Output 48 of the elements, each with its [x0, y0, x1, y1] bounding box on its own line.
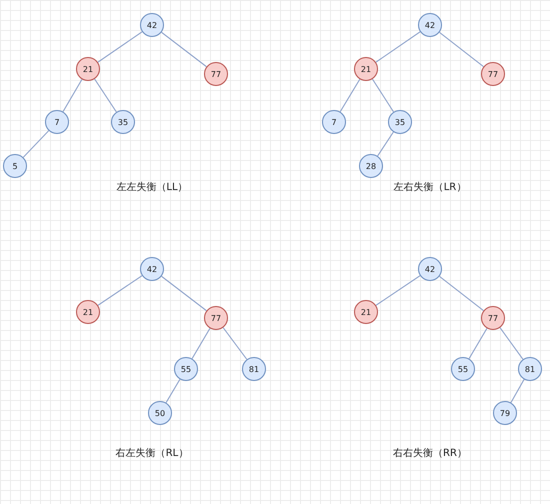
tree-edge [22, 130, 50, 158]
tree-caption: 左右失衡（LR） [394, 180, 466, 194]
tree-node: 77 [481, 306, 505, 330]
tree-edge [166, 378, 180, 404]
tree-node: 55 [174, 357, 198, 381]
tree-edge [375, 275, 421, 306]
tree-node: 79 [493, 401, 517, 425]
tree-node: 21 [76, 57, 100, 81]
tree-node: 42 [418, 257, 442, 281]
tree-caption: 左左失衡（LL） [116, 180, 188, 194]
tree-edge [161, 32, 207, 68]
tree-node: 28 [359, 154, 383, 178]
tree-edge [438, 32, 484, 68]
tree-edge [222, 327, 248, 360]
tree-node: 77 [204, 306, 228, 330]
tree-caption: 右右失衡（RR） [393, 446, 467, 460]
tree-node: 21 [354, 300, 378, 324]
tree-node: 5 [3, 154, 27, 178]
tree-node: 7 [45, 110, 69, 134]
tree-edge [161, 276, 207, 312]
tree-edge [500, 327, 524, 360]
tree-node: 42 [418, 13, 442, 37]
tree-node: 21 [76, 300, 100, 324]
tree-node: 50 [148, 401, 172, 425]
tree-edge [375, 31, 421, 63]
tree-edge [94, 78, 117, 112]
tree-edge [340, 78, 360, 112]
tree-node: 7 [322, 110, 346, 134]
tree-edge [377, 132, 394, 156]
tree-edge [97, 275, 143, 306]
tree-edge [510, 378, 525, 404]
tree-edge [438, 276, 484, 312]
tree-edge [372, 78, 394, 112]
tree-caption: 右左失衡（RL） [116, 446, 188, 460]
tree-edge [62, 78, 82, 112]
tree-edge [97, 31, 143, 63]
tree-node: 35 [111, 110, 135, 134]
tree-edge [468, 328, 488, 360]
tree-node: 35 [388, 110, 412, 134]
tree-edge [192, 328, 210, 360]
tree-node: 21 [354, 57, 378, 81]
tree-node: 77 [204, 62, 228, 86]
tree-node: 42 [140, 257, 164, 281]
tree-node: 81 [242, 357, 266, 381]
tree-node: 55 [451, 357, 475, 381]
tree-node: 42 [140, 13, 164, 37]
tree-node: 81 [518, 357, 542, 381]
tree-node: 77 [481, 62, 505, 86]
